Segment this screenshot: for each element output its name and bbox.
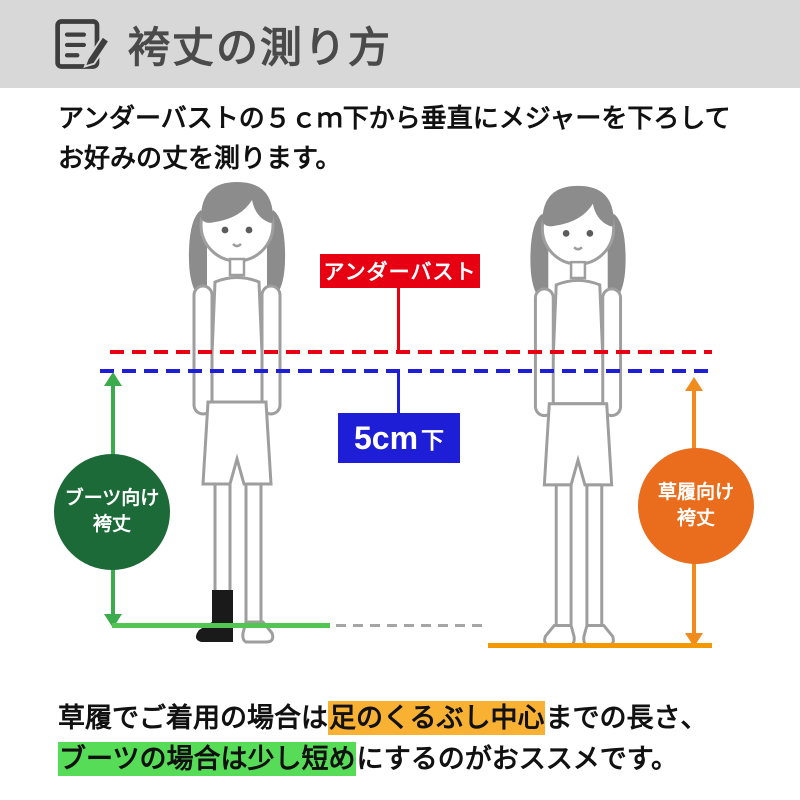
footer-part3: にするのがおススメです。 (356, 743, 679, 774)
boots-length-badge: ブーツ向け 袴丈 (54, 454, 170, 570)
five-cm-label: 5cm 下 (338, 413, 460, 463)
five-cm-below-line (100, 369, 712, 373)
hem-level-dashed-line (336, 624, 486, 627)
page-title: 袴丈の測り方 (128, 23, 393, 71)
intro-line-2: お好みの丈を測ります。 (58, 143, 342, 174)
footer-highlight-boots: ブーツの場合は少し短め (58, 741, 357, 776)
footer-highlight-ankle: 足のくるぶし中心 (328, 701, 546, 735)
zori-badge-line2: 袴丈 (676, 508, 715, 529)
five-cm-connector-line (397, 373, 400, 413)
zori-hem-line (488, 643, 712, 648)
intro-text: アンダーバストの５ｃｍ下から垂直にメジャーを下ろして お好みの丈を測ります。 (58, 98, 758, 179)
footer-part2: までの長さ、 (545, 703, 708, 733)
underbust-label: アンダーバスト (320, 254, 480, 288)
underbust-connector-line (397, 288, 400, 350)
five-cm-label-value: 5cm (353, 419, 419, 456)
footer-part1: 草履でご着用の場合は (58, 703, 328, 733)
figure-woman-with-zori (498, 174, 658, 674)
intro-line-1: アンダーバストの５ｃｍ下から垂直にメジャーを下ろして (58, 103, 731, 133)
zori-length-badge: 草履向け 袴丈 (638, 448, 754, 564)
header-banner: 袴丈の測り方 (0, 0, 800, 88)
boots-badge-line1: ブーツ向け (64, 488, 160, 510)
footer-note: 草履でご着用の場合は足のくるぶし中心までの長さ、 ブーツの場合は少し短めにするの… (58, 698, 758, 779)
underbust-label-text: アンダーバスト (323, 261, 477, 284)
figure-woman-with-boots (157, 170, 317, 675)
underbust-line (110, 350, 712, 354)
zori-badge-line1: 草履向け (657, 482, 734, 504)
memo-pen-icon (52, 14, 112, 74)
five-cm-label-suffix: 下 (421, 427, 445, 453)
boots-hem-line (112, 623, 330, 628)
boots-badge-line2: 袴丈 (92, 514, 131, 535)
